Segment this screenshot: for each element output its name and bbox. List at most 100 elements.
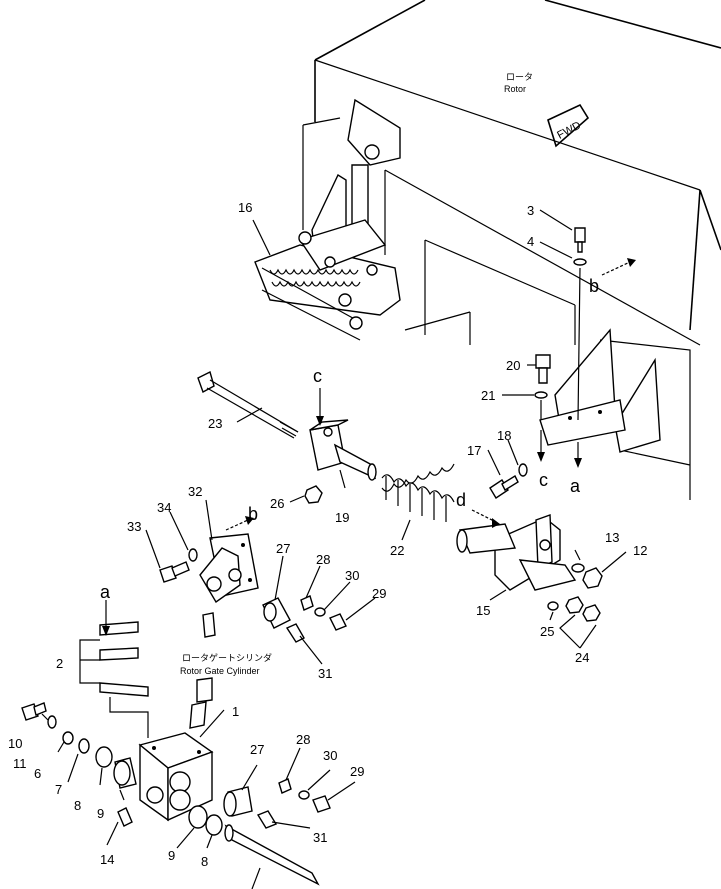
leader-lines [41,209,627,889]
bushing-6 [62,731,74,745]
bolt-17 [489,475,519,499]
grease-fitting-14 [117,807,133,827]
callout-16: 16 [238,200,252,215]
reference-arrows [102,258,636,636]
callout-31-upper: 31 [318,666,332,681]
bolt-20 [535,354,551,384]
callout-18: 18 [497,428,511,443]
callout-27-lower: 27 [250,742,264,757]
right-side-gusset [539,328,661,453]
callout-26: 26 [270,496,284,511]
callout-21: 21 [481,388,495,403]
ref-a-left: a [100,582,111,602]
callout-29-upper: 29 [372,586,386,601]
callout-17: 17 [467,443,481,458]
callout-11: 11 [13,756,27,771]
callout-20: 20 [506,358,520,373]
callout-28-lower: 28 [296,732,310,747]
bolt-29-upper [329,613,347,631]
rotor-housing [302,0,721,500]
callout-30-lower: 30 [323,748,337,763]
long-bolt-23 [197,370,299,439]
callout-22: 22 [390,543,404,558]
callout-numbers: 16 3 4 20 21 23 17 18 19 26 22 15 13 12 … [8,200,647,869]
callout-24: 24 [575,650,589,665]
callout-25: 25 [540,624,554,639]
washer-21 [534,391,548,399]
reference-letters: c b a c d b a [100,276,599,602]
callout-27-upper: 27 [276,541,290,556]
bolt-10 [21,702,47,721]
ref-c-top: c [313,366,322,386]
washer-18 [518,463,528,477]
washer-7 [78,738,90,754]
callout-6: 6 [34,766,41,781]
callout-10: 10 [8,736,22,751]
rotor-gate-cylinder [189,612,216,729]
washer-13 [571,563,585,573]
torsion-spring [269,268,361,287]
grease-fitting-31-upper [285,623,305,643]
pin-27-lower [223,786,253,817]
callout-31-lower: 31 [313,830,327,845]
block-19 [309,419,377,481]
rotor-label-jp: ロータ [506,72,533,82]
grease-fitting-31-lower [256,810,278,829]
nut-12 [582,567,603,589]
clip-28-lower [278,778,292,794]
ref-a-top: a [570,476,581,496]
hinge-bracket-assembly [254,98,401,341]
fwd-arrow-tag: FWD [547,103,590,148]
bracket-32 [199,533,259,604]
bolt-33 [159,561,190,583]
cylinder-label-en: Rotor Gate Cylinder [180,666,260,676]
bolt-3-leader [577,267,581,421]
callout-8-right: 8 [201,854,208,869]
callout-15: 15 [476,603,490,618]
spring-22 [381,463,455,522]
washer-25 [547,601,559,611]
nut-26 [304,485,323,504]
callout-19: 19 [335,510,349,525]
plates-2 [99,621,149,697]
callout-8-left: 8 [74,798,81,813]
callout-28-upper: 28 [316,552,330,567]
bushing-9-right [188,805,208,829]
callout-30-upper: 30 [345,568,359,583]
washer-11 [47,715,57,729]
bolt-29-lower [312,795,331,813]
washer-4 [573,258,587,266]
callout-29-lower: 29 [350,764,364,779]
callout-2-bracket [79,639,100,684]
cylinder-label-jp: ロータゲートシリンダ [182,652,272,663]
nuts-24 [565,596,601,622]
callout-4: 4 [527,234,534,249]
mount-bracket-1 [138,732,214,822]
plate-to-bracket-line [109,697,149,738]
callout-23: 23 [208,416,222,431]
fwd-label: FWD [555,119,583,141]
pin-d [456,523,517,554]
callout-2: 2 [56,656,63,671]
callout-3: 3 [527,203,534,218]
ref-b-left: b [248,504,258,524]
washer-30-lower [298,790,310,800]
washer-30-upper [314,607,326,617]
callout-9-left: 9 [97,806,104,821]
callout-32: 32 [188,484,202,499]
bushing-8-left [95,746,113,768]
callout-14: 14 [100,852,114,867]
lower-shaft [224,824,320,886]
callout-12: 12 [633,543,647,558]
callout-33: 33 [127,519,141,534]
bracket-15 [494,514,577,591]
ref-c-right: c [539,470,548,490]
washer-34 [188,548,198,562]
ref-b-top: b [589,276,599,296]
callout-1: 1 [232,704,239,719]
pin-27-upper [262,597,291,629]
callout-13: 13 [605,530,619,545]
clip-28-upper [300,595,314,611]
